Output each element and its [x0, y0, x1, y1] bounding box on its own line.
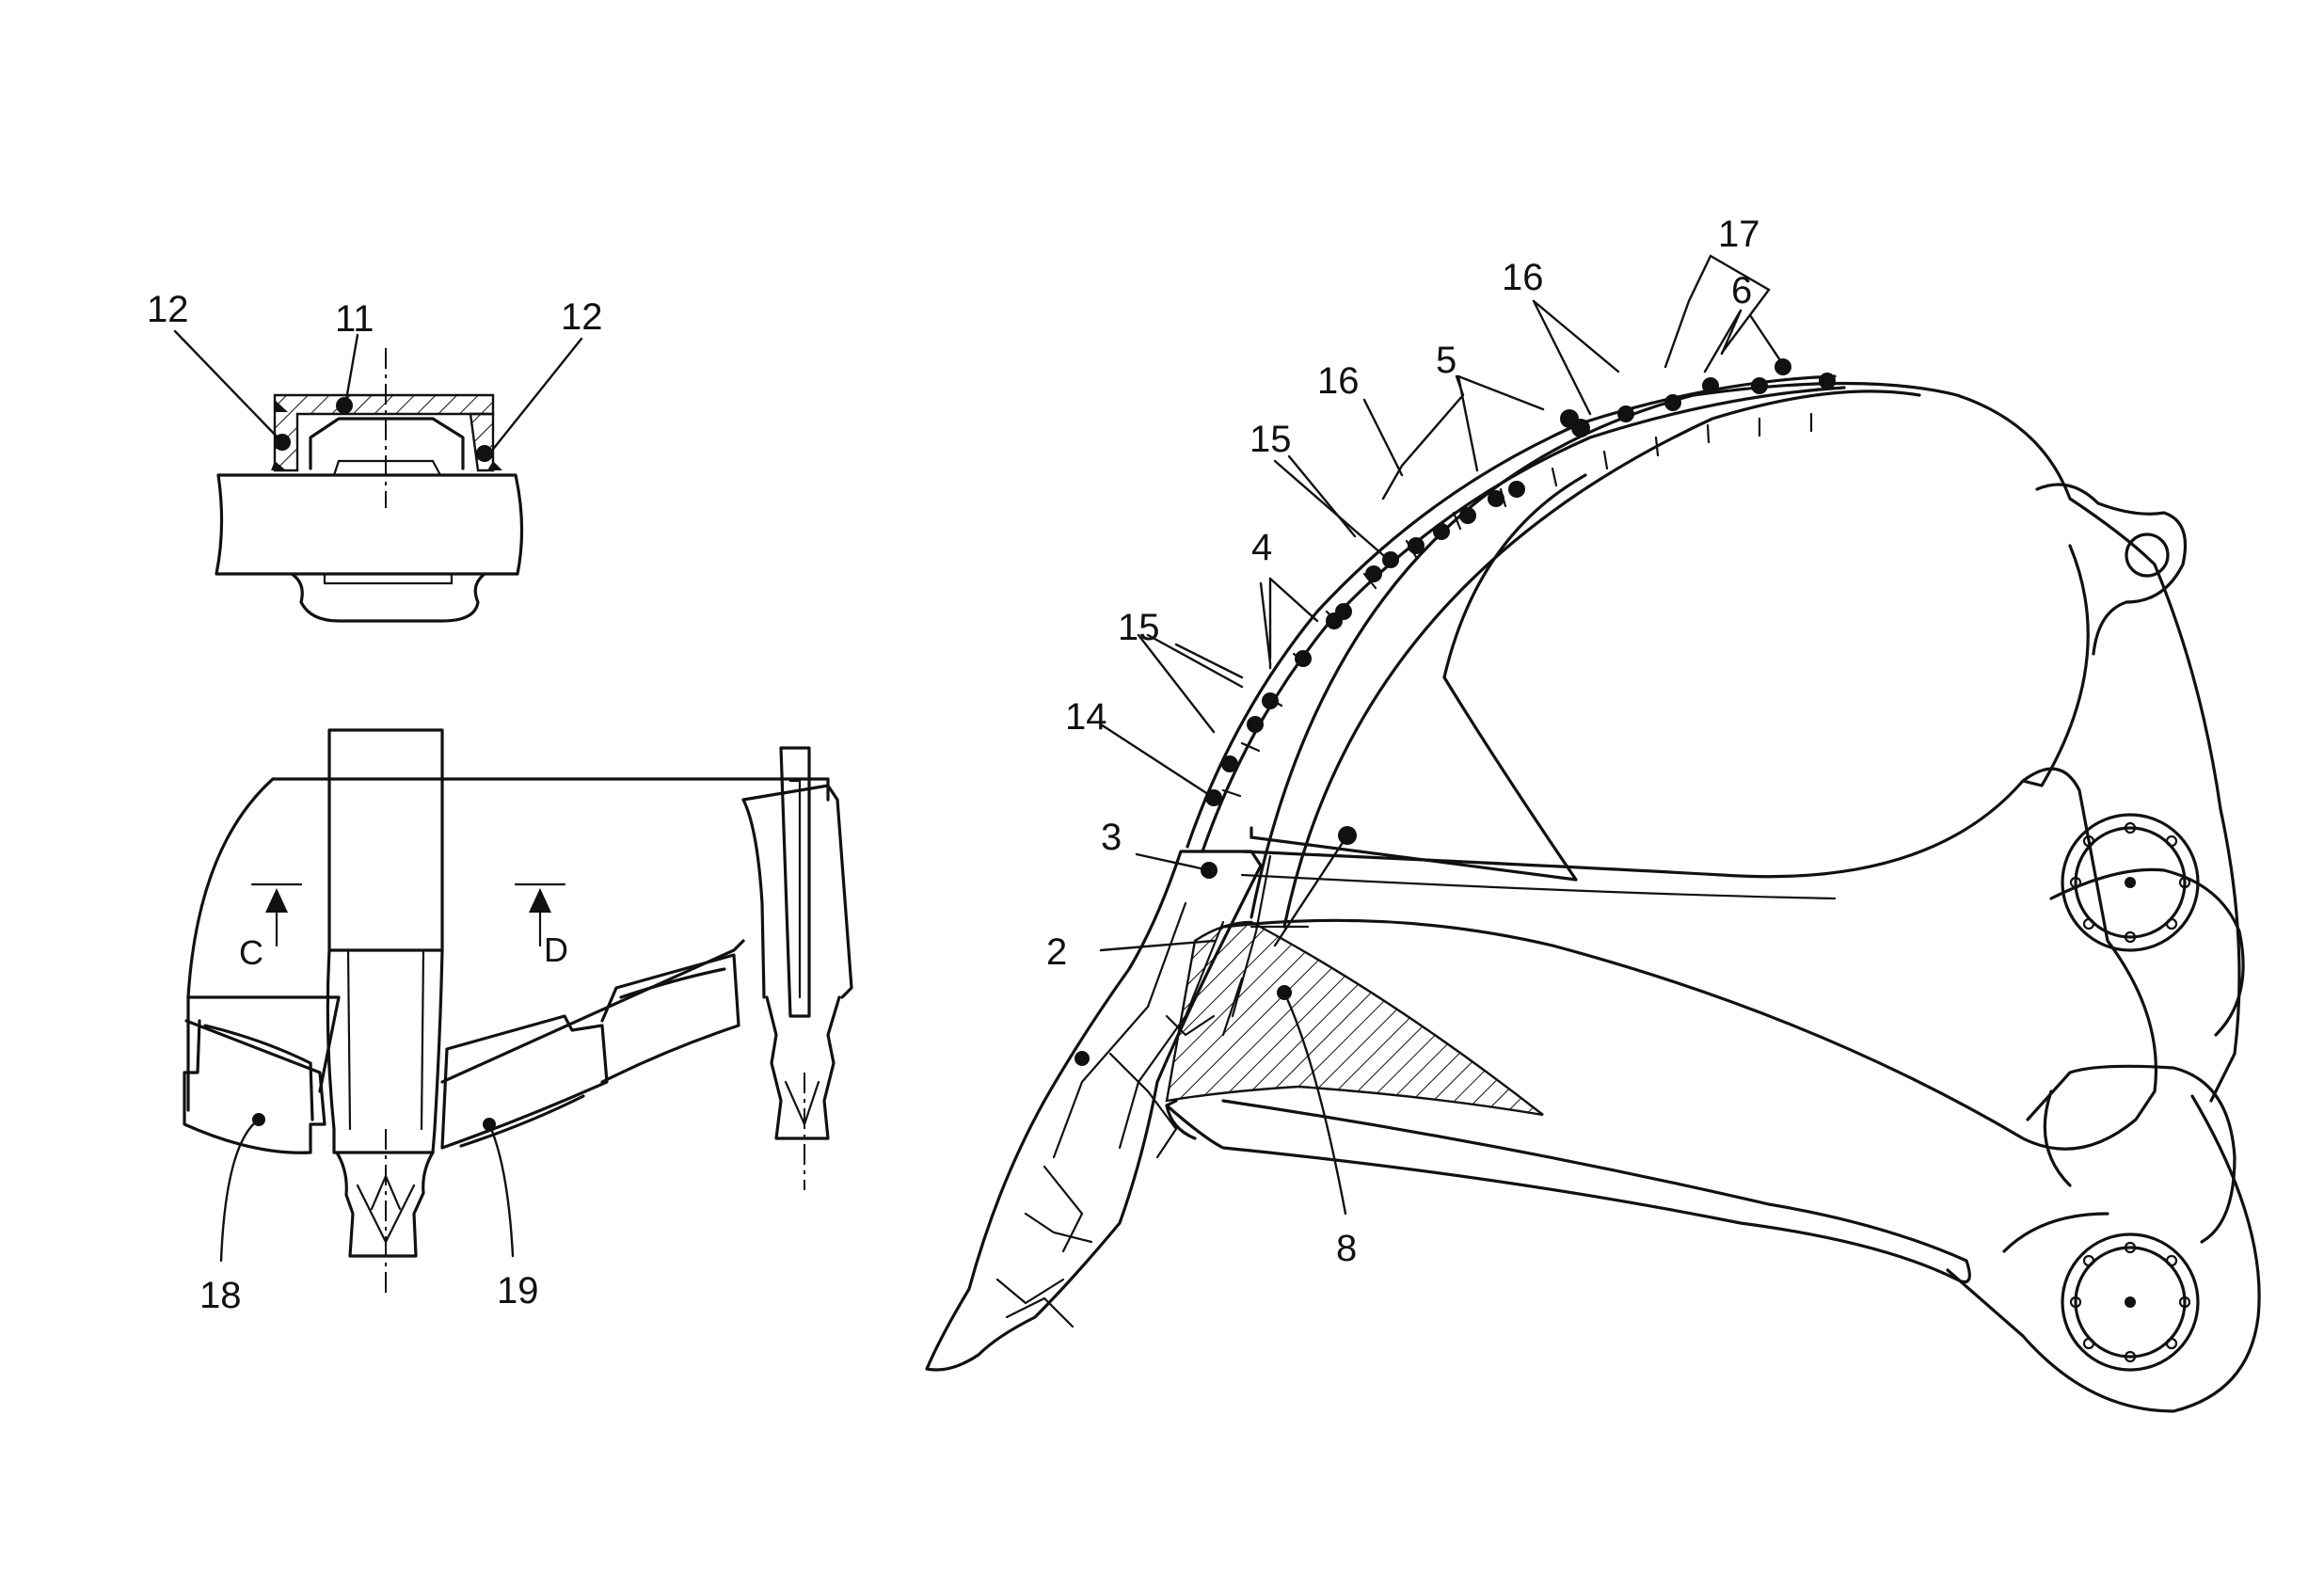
pivot-lower: [2061, 1232, 2200, 1372]
callout-11: 11: [335, 298, 374, 340]
weld-dot: [336, 397, 353, 414]
callout-12-right: 12: [561, 296, 603, 338]
callout-15-lower: 15: [1118, 607, 1160, 648]
pivot-upper: [2061, 813, 2200, 952]
callout-14: 14: [1065, 696, 1107, 738]
callout-3: 3: [1101, 817, 1122, 858]
callout-18: 18: [199, 1275, 242, 1316]
callout-15-upper: 15: [1250, 419, 1292, 460]
weld-dot: [476, 445, 493, 462]
bucket-side-view: 17 6 16 5 16 15 4 15 14 3 2 8: [925, 214, 2261, 1413]
lifting-eye: [2125, 533, 2170, 578]
callout-6: 6: [1731, 270, 1752, 311]
callout-19: 19: [497, 1270, 539, 1312]
callout-16-left: 16: [1317, 360, 1360, 402]
section-mark-c: C: [239, 933, 263, 972]
section-detail: 12 11 12: [147, 289, 603, 623]
callout-16-right: 16: [1502, 257, 1544, 298]
callout-2: 2: [1046, 931, 1067, 973]
callout-17: 17: [1718, 214, 1760, 255]
callout-4: 4: [1251, 527, 1272, 568]
callout-8: 8: [1336, 1228, 1357, 1269]
callout-12-left: 12: [147, 289, 189, 330]
section-mark-d: D: [544, 930, 568, 969]
callout-5: 5: [1436, 340, 1456, 381]
front-view-detail: C D 18 19: [183, 728, 853, 1316]
